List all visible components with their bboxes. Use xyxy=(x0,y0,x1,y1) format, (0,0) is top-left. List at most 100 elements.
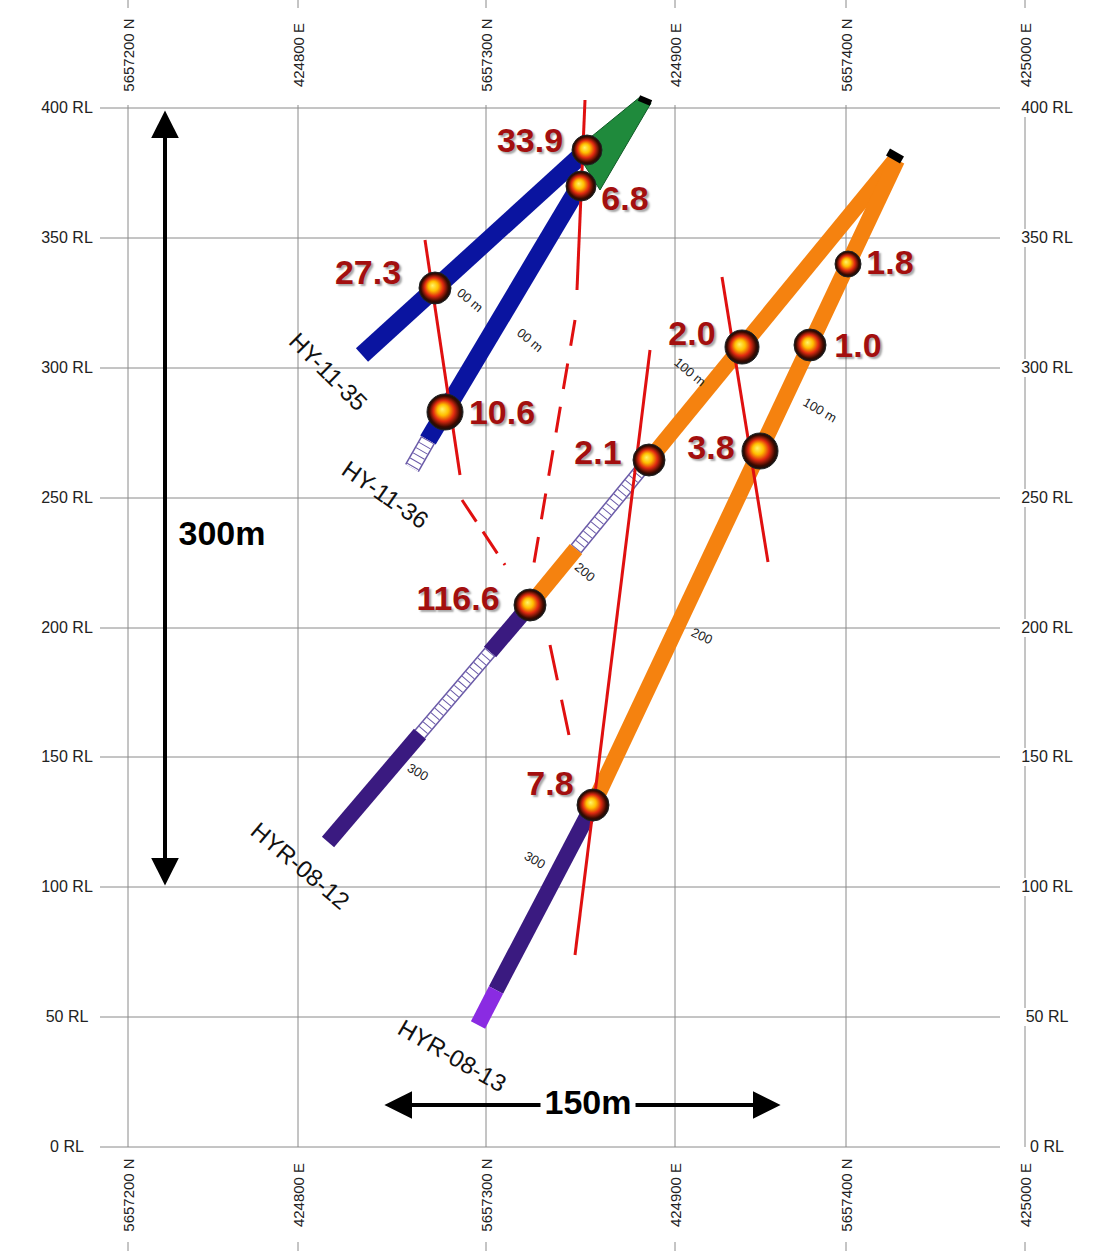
grid-line xyxy=(128,105,129,1147)
art-g xyxy=(328,97,902,1025)
grid-line xyxy=(100,1017,1000,1018)
dots-circle xyxy=(566,171,596,201)
depth-marker: 100 m xyxy=(801,395,839,424)
holes-line xyxy=(420,652,490,734)
dots-circle xyxy=(577,789,609,821)
art-g xyxy=(425,100,768,955)
holes-line xyxy=(420,652,490,734)
grid-line xyxy=(846,0,847,8)
assay-value: 7.8 xyxy=(526,766,573,800)
faults-line xyxy=(532,320,575,575)
art-g xyxy=(419,135,861,821)
depth-marker: 300 xyxy=(405,761,430,783)
grid-line xyxy=(100,108,1000,109)
holes-line xyxy=(576,460,649,549)
rl-axis-label: 250 RL xyxy=(39,489,95,507)
art-g xyxy=(165,116,775,1105)
art-g xyxy=(100,0,1025,1251)
grid-line xyxy=(298,1242,299,1251)
grid-line xyxy=(675,1242,676,1251)
depth-marker: 100 m xyxy=(672,355,708,388)
grid-coordinate: 5657400 N xyxy=(838,16,855,93)
holes-line xyxy=(412,440,428,468)
grid-line xyxy=(100,1147,1000,1148)
assay-value: 27.3 xyxy=(335,255,401,289)
rl-axis-label: 200 RL xyxy=(39,619,95,637)
grid-coordinate: 5657300 N xyxy=(478,16,495,93)
holes-line xyxy=(428,180,583,440)
drillhole-name: HY-11-36 xyxy=(338,457,433,533)
faults-line xyxy=(550,645,570,740)
faults-line xyxy=(722,277,768,562)
grid-line xyxy=(1025,1242,1026,1251)
rl-axis-label: 50 RL xyxy=(1024,1008,1071,1026)
rl-axis-label: 400 RL xyxy=(1019,99,1075,117)
assay-value: 3.8 xyxy=(687,430,734,464)
dots-circle xyxy=(514,589,546,621)
grid-coordinate: 5657300 N xyxy=(478,1156,495,1233)
rl-axis-label: 50 RL xyxy=(44,1008,91,1026)
scales-line xyxy=(163,116,167,880)
grid-line xyxy=(128,0,129,8)
rl-axis-label: 150 RL xyxy=(1019,748,1075,766)
depth-marker: 300 xyxy=(522,849,547,871)
grid-coordinate: 5657400 N xyxy=(838,1156,855,1233)
dots-circle xyxy=(633,444,665,476)
grid-line xyxy=(100,498,1000,499)
dots-circle xyxy=(742,433,778,469)
holes-line xyxy=(362,150,587,355)
grid-line xyxy=(846,1242,847,1251)
holes-line xyxy=(639,98,651,103)
rl-axis-label: 0 RL xyxy=(1028,1138,1066,1156)
depth-marker: 00 m xyxy=(455,286,485,315)
holes-line xyxy=(593,160,897,805)
grid-coordinate: 424900 E xyxy=(667,21,684,89)
assay-value: 2.1 xyxy=(574,435,621,469)
holes-line xyxy=(328,734,420,842)
rl-axis-label: 350 RL xyxy=(39,229,95,247)
assay-value: 2.0 xyxy=(668,316,715,350)
rl-axis-label: 200 RL xyxy=(1019,619,1075,637)
rl-axis-label: 0 RL xyxy=(48,1138,86,1156)
rl-axis-label: 350 RL xyxy=(1019,229,1075,247)
grid-line xyxy=(675,0,676,8)
dots-circle xyxy=(794,329,826,361)
holes-line xyxy=(496,805,593,990)
grid-coordinate: 5657200 N xyxy=(120,16,137,93)
grid-coordinate: 424900 E xyxy=(667,1161,684,1229)
depth-marker: 200 xyxy=(573,560,598,584)
rl-axis-label: 100 RL xyxy=(1019,878,1075,896)
rl-axis-label: 300 RL xyxy=(39,359,95,377)
assay-value: 6.8 xyxy=(601,181,648,215)
grid-line xyxy=(486,0,487,8)
scale-label: 300m xyxy=(175,516,270,550)
rl-axis-label: 300 RL xyxy=(1019,359,1075,377)
rl-axis-label: 100 RL xyxy=(39,878,95,896)
assay-value: 1.8 xyxy=(866,245,913,279)
scale-label: 150m xyxy=(541,1085,636,1119)
grid-line xyxy=(100,368,1000,369)
grid-coordinate: 5657200 N xyxy=(120,1156,137,1233)
faults-line xyxy=(462,500,505,565)
grid-line xyxy=(1025,0,1026,8)
dots-circle xyxy=(419,272,451,304)
grid-coordinate: 424800 E xyxy=(290,1161,307,1229)
grid-line xyxy=(100,628,1000,629)
dots-circle xyxy=(835,251,861,277)
holes-line xyxy=(478,990,496,1025)
rl-axis-label: 250 RL xyxy=(1019,489,1075,507)
grid-line xyxy=(298,0,299,8)
holes-line xyxy=(576,460,649,549)
rl-axis-label: 400 RL xyxy=(39,99,95,117)
drillhole-name: HYR-08-12 xyxy=(246,818,353,914)
grid-coordinate: 424800 E xyxy=(290,21,307,89)
grid-coordinate: 425000 E xyxy=(1017,1161,1034,1229)
drillhole-name: HYR-08-13 xyxy=(394,1016,510,1097)
assay-value: 1.0 xyxy=(834,328,881,362)
drillhole-name: HY-11-35 xyxy=(285,329,372,416)
assay-value: 33.9 xyxy=(497,123,563,157)
dots-circle xyxy=(427,394,463,430)
